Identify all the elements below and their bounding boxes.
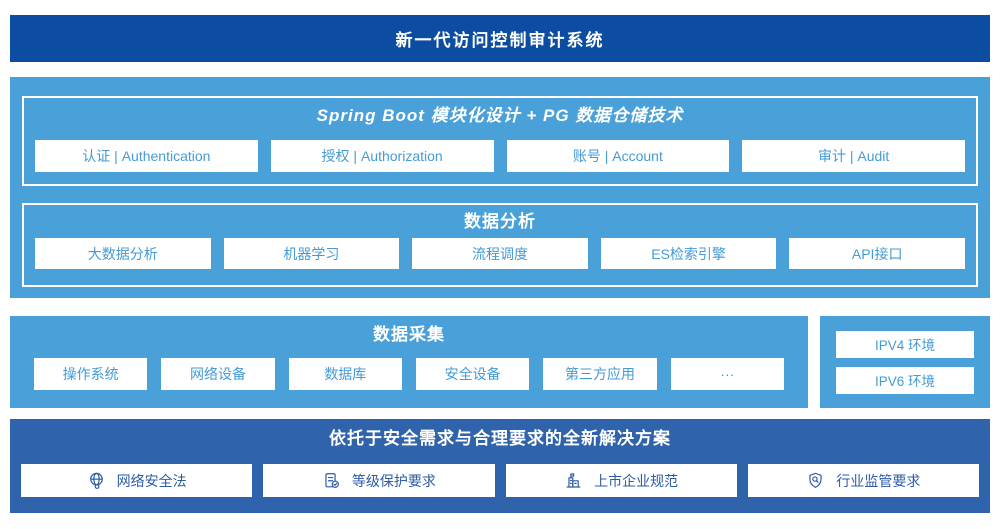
module-account: 账号 | Account [506,140,730,172]
collection-database: 数据库 [288,358,402,390]
module-authorization: 授权 | Authorization [270,140,494,172]
solution-item-label: 行业监管要求 [836,472,921,489]
collection-thirdparty-app: 第三方应用 [543,358,657,390]
modules-frame-title: Spring Boot 模块化设计 + PG 数据仓储技术 [316,106,684,125]
modules-frame: Spring Boot 模块化设计 + PG 数据仓储技术 认证 | Authe… [22,96,978,186]
collection-network-device: 网络设备 [161,358,275,390]
solution-item-classified-protection: 等级保护要求 [263,464,495,497]
analysis-frame-title: 数据分析 [464,212,536,231]
solution-item-listed-company: 上市企业规范 [505,464,737,497]
analysis-frame: 数据分析 大数据分析 机器学习 流程调度 ES检索引擎 API接口 [22,203,978,287]
env-ipv4: IPV4 环境 [836,330,974,358]
analysis-row: 大数据分析 机器学习 流程调度 ES检索引擎 API接口 [24,238,976,269]
collection-title: 数据采集 [373,325,445,344]
solution-item-label: 上市企业规范 [594,472,679,489]
collection-section: 数据采集 操作系统 网络设备 数据库 安全设备 第三方应用 ··· [10,316,808,408]
page-title: 新一代访问控制审计系统 [395,31,605,50]
solution-item-network-security-law: 网络安全法 [21,464,253,497]
env-ipv6: IPV6 环境 [836,366,974,394]
modules-row: 认证 | Authentication 授权 | Authorization 账… [24,140,976,172]
shield-search-icon [806,471,825,490]
solution-row: 网络安全法 等级保护要求 [10,464,990,497]
analysis-machine-learning: 机器学习 [223,238,400,269]
collection-more: ··· [670,358,784,390]
solution-item-label: 网络安全法 [116,472,187,489]
solution-section: 依托于安全需求与合理要求的全新解决方案 网络安全法 [10,419,990,513]
globe-network-icon [87,471,106,490]
analysis-es-search: ES检索引擎 [600,238,777,269]
collection-os: 操作系统 [34,358,148,390]
collection-row: 操作系统 网络设备 数据库 安全设备 第三方应用 ··· [10,358,808,390]
solution-item-label: 等级保护要求 [351,472,436,489]
solution-item-industry-regulation: 行业监管要求 [747,464,979,497]
system-title-banner: 新一代访问控制审计系统 [10,15,990,62]
collection-security-device: 安全设备 [415,358,530,390]
network-env-section: IPV4 环境 IPV6 环境 [820,316,990,408]
module-audit: 审计 | Audit [742,140,965,172]
building-icon [564,471,583,490]
platform-section: Spring Boot 模块化设计 + PG 数据仓储技术 认证 | Authe… [10,77,990,298]
module-authentication: 认证 | Authentication [35,140,258,172]
analysis-bigdata: 大数据分析 [35,238,211,269]
document-check-icon [322,471,341,490]
analysis-workflow: 流程调度 [412,238,588,269]
analysis-api: API接口 [789,238,965,269]
solution-title: 依托于安全需求与合理要求的全新解决方案 [329,429,671,448]
